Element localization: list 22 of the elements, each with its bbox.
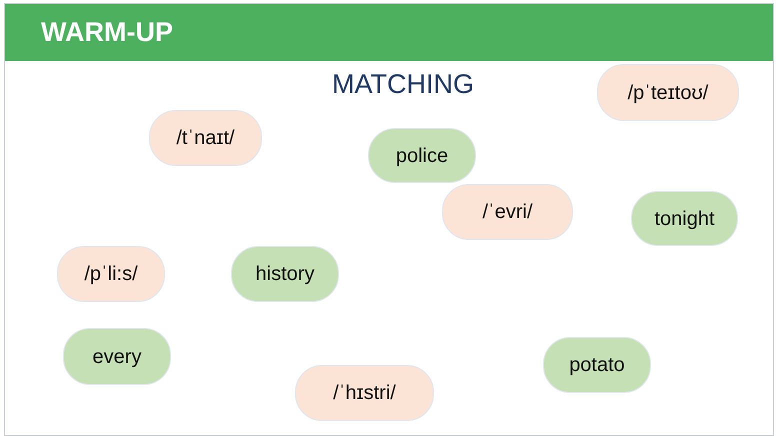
word-pill [231, 246, 339, 302]
subheading: MATCHING [331, 68, 475, 100]
word-text: tonight [654, 206, 715, 230]
phonetic-text: /pˈteɪtoʊ/ [628, 80, 708, 104]
phonetic-text: /ˈevri/ [482, 200, 532, 224]
word-text: history [256, 262, 314, 286]
phonetic-pill [442, 184, 573, 240]
word-pill [368, 128, 476, 183]
word-text: potato [569, 353, 625, 377]
phonetic-text: /ˈhɪstri/ [333, 381, 396, 405]
word-pill [63, 328, 171, 385]
word-text: every [92, 344, 142, 368]
heading-title: WARM-UP [41, 19, 173, 46]
phonetic-pill [295, 365, 434, 421]
phonetic-pill [57, 246, 165, 302]
word-pill [631, 191, 738, 246]
phonetic-pill [149, 110, 262, 166]
phonetic-text: /pˈli:s/ [84, 262, 138, 286]
word-text: police [396, 144, 448, 168]
word-pill [543, 337, 651, 393]
phonetic-text: /tˈnaɪt/ [176, 126, 235, 150]
phonetic-pill [597, 64, 739, 121]
